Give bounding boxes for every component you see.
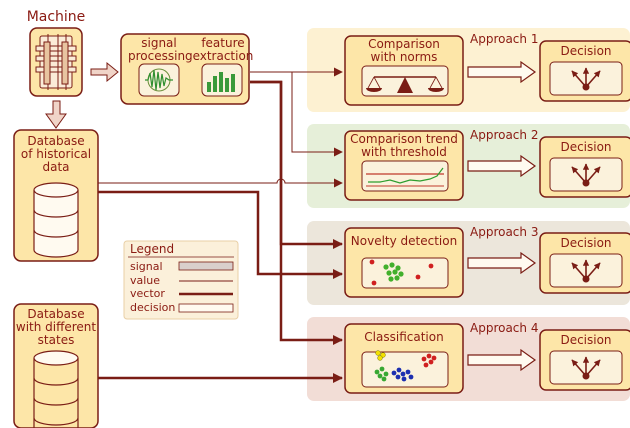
legend-box [123, 240, 239, 320]
legend-decision-sample [178, 303, 234, 313]
states-database-label: Database with different states [15, 307, 97, 347]
signal-processing-label: signal processing [128, 36, 193, 63]
signal-processing-icon [138, 63, 180, 97]
machine-box [29, 27, 83, 97]
decision-arrow-3 [467, 251, 537, 275]
approach-title-1: Approach 1 [470, 32, 539, 46]
historical-to-novelty-flow [98, 190, 343, 279]
decision-label-4: Decision [560, 333, 612, 347]
legend-item-decision: decision [130, 301, 176, 314]
decision-label-2: Decision [560, 140, 612, 154]
decision-label-3: Decision [560, 236, 612, 250]
method-label-2: Comparison trend with threshold [350, 132, 458, 159]
classification-clusters-icon [361, 350, 449, 388]
legend-signal-sample [178, 261, 234, 271]
machine-icon [35, 34, 77, 90]
novelty-scatter-icon [361, 257, 449, 289]
vector-flow-to-novelty [250, 80, 343, 249]
legend-title: Legend [130, 242, 175, 256]
vector-flow-to-classification [250, 80, 343, 345]
approach-title-2: Approach 2 [470, 128, 539, 142]
machine-label: Machine [26, 9, 86, 25]
decision-label-1: Decision [560, 44, 612, 58]
decision-box-3 [539, 232, 630, 294]
approach-title-4: Approach 4 [470, 321, 539, 335]
machine-to-database-arrow [45, 100, 67, 129]
decision-box-2 [539, 136, 630, 198]
trend-threshold-icon [361, 160, 449, 192]
historical-to-threshold-flow [98, 178, 343, 188]
machine-to-processing-arrow [90, 61, 119, 83]
value-flow-to-threshold [250, 71, 343, 157]
states-database-cylinder-icon [33, 350, 79, 428]
legend-item-signal: signal [130, 260, 163, 273]
legend-item-vector: vector [130, 287, 165, 300]
decision-arrow-4 [467, 348, 537, 372]
approach-title-3: Approach 3 [470, 225, 539, 239]
historical-database-label: Database of historical data [20, 134, 92, 174]
feature-extraction-icon [201, 63, 243, 97]
decision-box-1 [539, 40, 630, 102]
decision-arrow-2 [467, 154, 537, 178]
method-label-3: Novelty detection [350, 234, 458, 248]
method-label-1: Comparison with norms [368, 37, 440, 64]
legend-item-value: value [130, 274, 161, 287]
balance-scale-icon [361, 65, 449, 97]
method-label-4: Classification [364, 330, 444, 344]
decision-box-4 [539, 329, 630, 391]
decision-arrow-1 [467, 60, 537, 84]
historical-database-cylinder-icon [33, 182, 79, 258]
feature-extraction-label: feature extraction [192, 36, 254, 63]
states-database-box [13, 303, 99, 428]
